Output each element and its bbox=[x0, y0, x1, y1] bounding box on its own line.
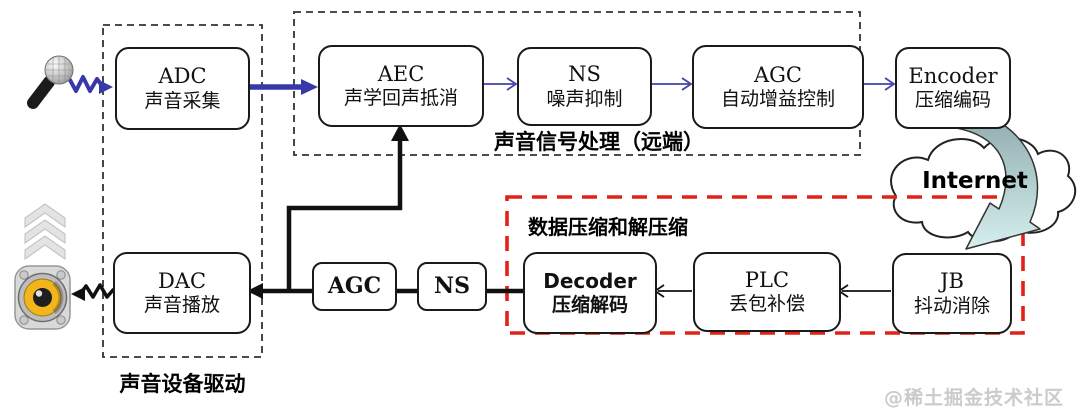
node-dac-subtitle: 声音播放 bbox=[143, 294, 220, 317]
node-ns-playback: NS bbox=[417, 262, 487, 311]
microphone-icon bbox=[27, 55, 74, 109]
node-adc-title: ADC bbox=[158, 64, 207, 89]
codec-group-label: 数据压缩和解压缩 bbox=[528, 215, 688, 239]
mic-to-adc-squiggle-arrow bbox=[68, 75, 105, 93]
node-decoder-title: Decoder bbox=[543, 269, 637, 294]
node-aec: AEC 声学回声抵消 bbox=[318, 45, 484, 127]
aec-to-ns-arrowhead bbox=[506, 77, 518, 91]
decoder-to-dac-arrowhead bbox=[247, 283, 263, 299]
speaker-icon bbox=[14, 265, 71, 330]
node-aec-title: AEC bbox=[377, 61, 425, 86]
node-dac: DAC 声音播放 bbox=[113, 252, 251, 334]
node-ns-subtitle: 噪声抑制 bbox=[546, 87, 623, 110]
node-plc-subtitle: 丢包补偿 bbox=[728, 293, 805, 316]
node-encoder-title: Encoder bbox=[908, 63, 998, 88]
watermark: @稀土掘金技术社区 bbox=[883, 387, 1064, 409]
node-agc-title: AGC bbox=[753, 62, 802, 87]
node-jb-title: JB bbox=[940, 269, 964, 294]
codec-group-frame bbox=[505, 195, 1025, 335]
node-plc: PLC 丢包补偿 bbox=[693, 252, 841, 332]
playback-to-aec-arrowhead bbox=[391, 124, 409, 141]
far-end-processing-label: 声音信号处理（远端） bbox=[494, 129, 704, 154]
node-aec-subtitle: 声学回声抵消 bbox=[343, 87, 458, 110]
node-agc-subtitle: 自动增益控制 bbox=[720, 88, 835, 111]
playback-to-aec-feedback-line bbox=[286, 138, 403, 291]
node-encoder-subtitle: 压缩编码 bbox=[914, 89, 991, 112]
node-decoder-subtitle: 压缩解码 bbox=[551, 293, 628, 316]
device-driver-label: 声音设备驱动 bbox=[119, 371, 246, 396]
mic-to-adc-arrowhead bbox=[99, 80, 113, 94]
dac-to-speaker-squiggle-arrow bbox=[79, 283, 115, 299]
adc-to-aec-arrowhead bbox=[301, 79, 318, 95]
node-agc: AGC 自动增益控制 bbox=[692, 45, 864, 129]
node-decoder: Decoder 压缩解码 bbox=[523, 252, 657, 334]
device-driver-group-frame bbox=[102, 24, 263, 358]
agc-to-encoder-arrowhead bbox=[884, 77, 896, 91]
ns-to-agc-arrowhead bbox=[681, 77, 693, 91]
node-encoder: Encoder 压缩编码 bbox=[895, 47, 1011, 129]
node-ns-title: NS bbox=[568, 62, 601, 87]
node-agc-playback-title: AGC bbox=[327, 273, 382, 300]
node-dac-title: DAC bbox=[157, 268, 207, 293]
node-ns-playback-title: NS bbox=[434, 273, 470, 300]
node-agc-playback: AGC bbox=[312, 262, 397, 311]
node-jb-subtitle: 抖动消除 bbox=[913, 294, 990, 317]
node-ns: NS 噪声抑制 bbox=[517, 47, 652, 126]
node-plc-title: PLC bbox=[744, 267, 790, 292]
volume-chevrons-icon bbox=[24, 203, 66, 260]
internet-label: Internet bbox=[922, 168, 1028, 194]
node-adc: ADC 声音采集 bbox=[115, 47, 250, 130]
node-adc-subtitle: 声音采集 bbox=[144, 89, 221, 112]
dac-to-speaker-arrowhead bbox=[71, 287, 85, 301]
node-jb: JB 抖动消除 bbox=[892, 253, 1012, 334]
